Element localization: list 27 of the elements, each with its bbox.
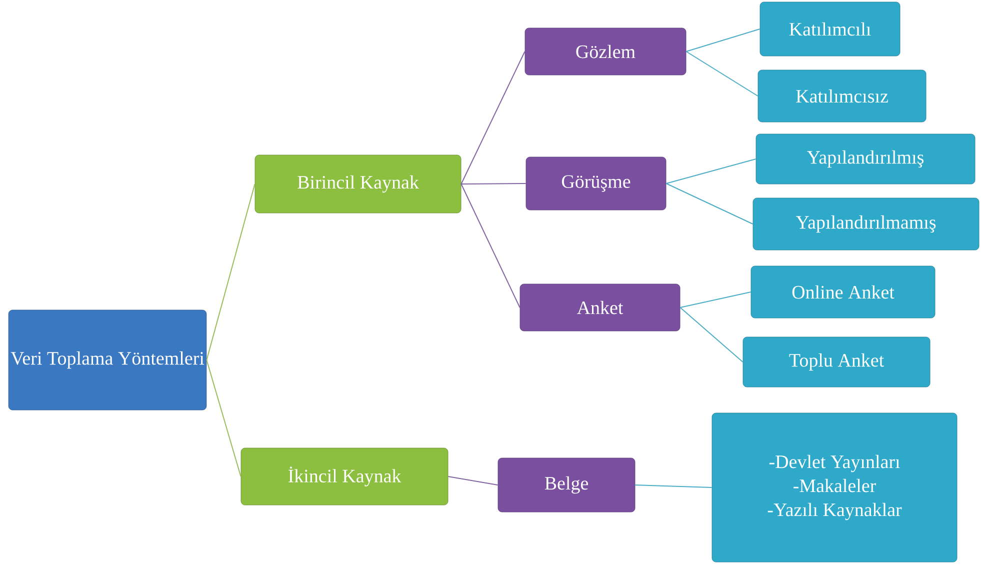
root-box: Veri Toplama Yöntemleri xyxy=(8,310,207,410)
connector-line xyxy=(460,183,526,184)
connector-line xyxy=(680,292,752,308)
connector-line xyxy=(666,158,756,184)
category-box: İkincil Kaynak xyxy=(240,448,448,506)
connector-line xyxy=(686,51,758,96)
category-box: Birincil Kaynak xyxy=(254,154,462,214)
connector-line xyxy=(680,307,744,362)
connector-line xyxy=(686,28,760,52)
method-box: Görüşme xyxy=(526,156,666,210)
connector-line xyxy=(634,484,712,488)
type-box: Yapılandırılmamış xyxy=(752,198,980,250)
connector-line xyxy=(206,184,256,360)
source-list-box: -Devlet Yayınları -Makaleler -Yazılı Kaynaklar xyxy=(712,412,958,562)
connector-line xyxy=(206,360,242,477)
type-box: Katılımcılı xyxy=(760,2,900,56)
connector-line xyxy=(448,476,498,486)
method-box: Gözlem xyxy=(524,28,686,76)
connector-line xyxy=(460,184,520,308)
type-box: Yapılandırılmış xyxy=(756,134,976,184)
type-box: Toplu Anket xyxy=(742,336,930,388)
type-box: Katılımcısız xyxy=(758,70,926,122)
connector-line xyxy=(460,51,526,184)
method-box: Belge xyxy=(498,458,636,512)
method-box: Anket xyxy=(520,284,680,332)
connector-line xyxy=(666,183,754,224)
type-box: Online Anket xyxy=(750,266,936,318)
